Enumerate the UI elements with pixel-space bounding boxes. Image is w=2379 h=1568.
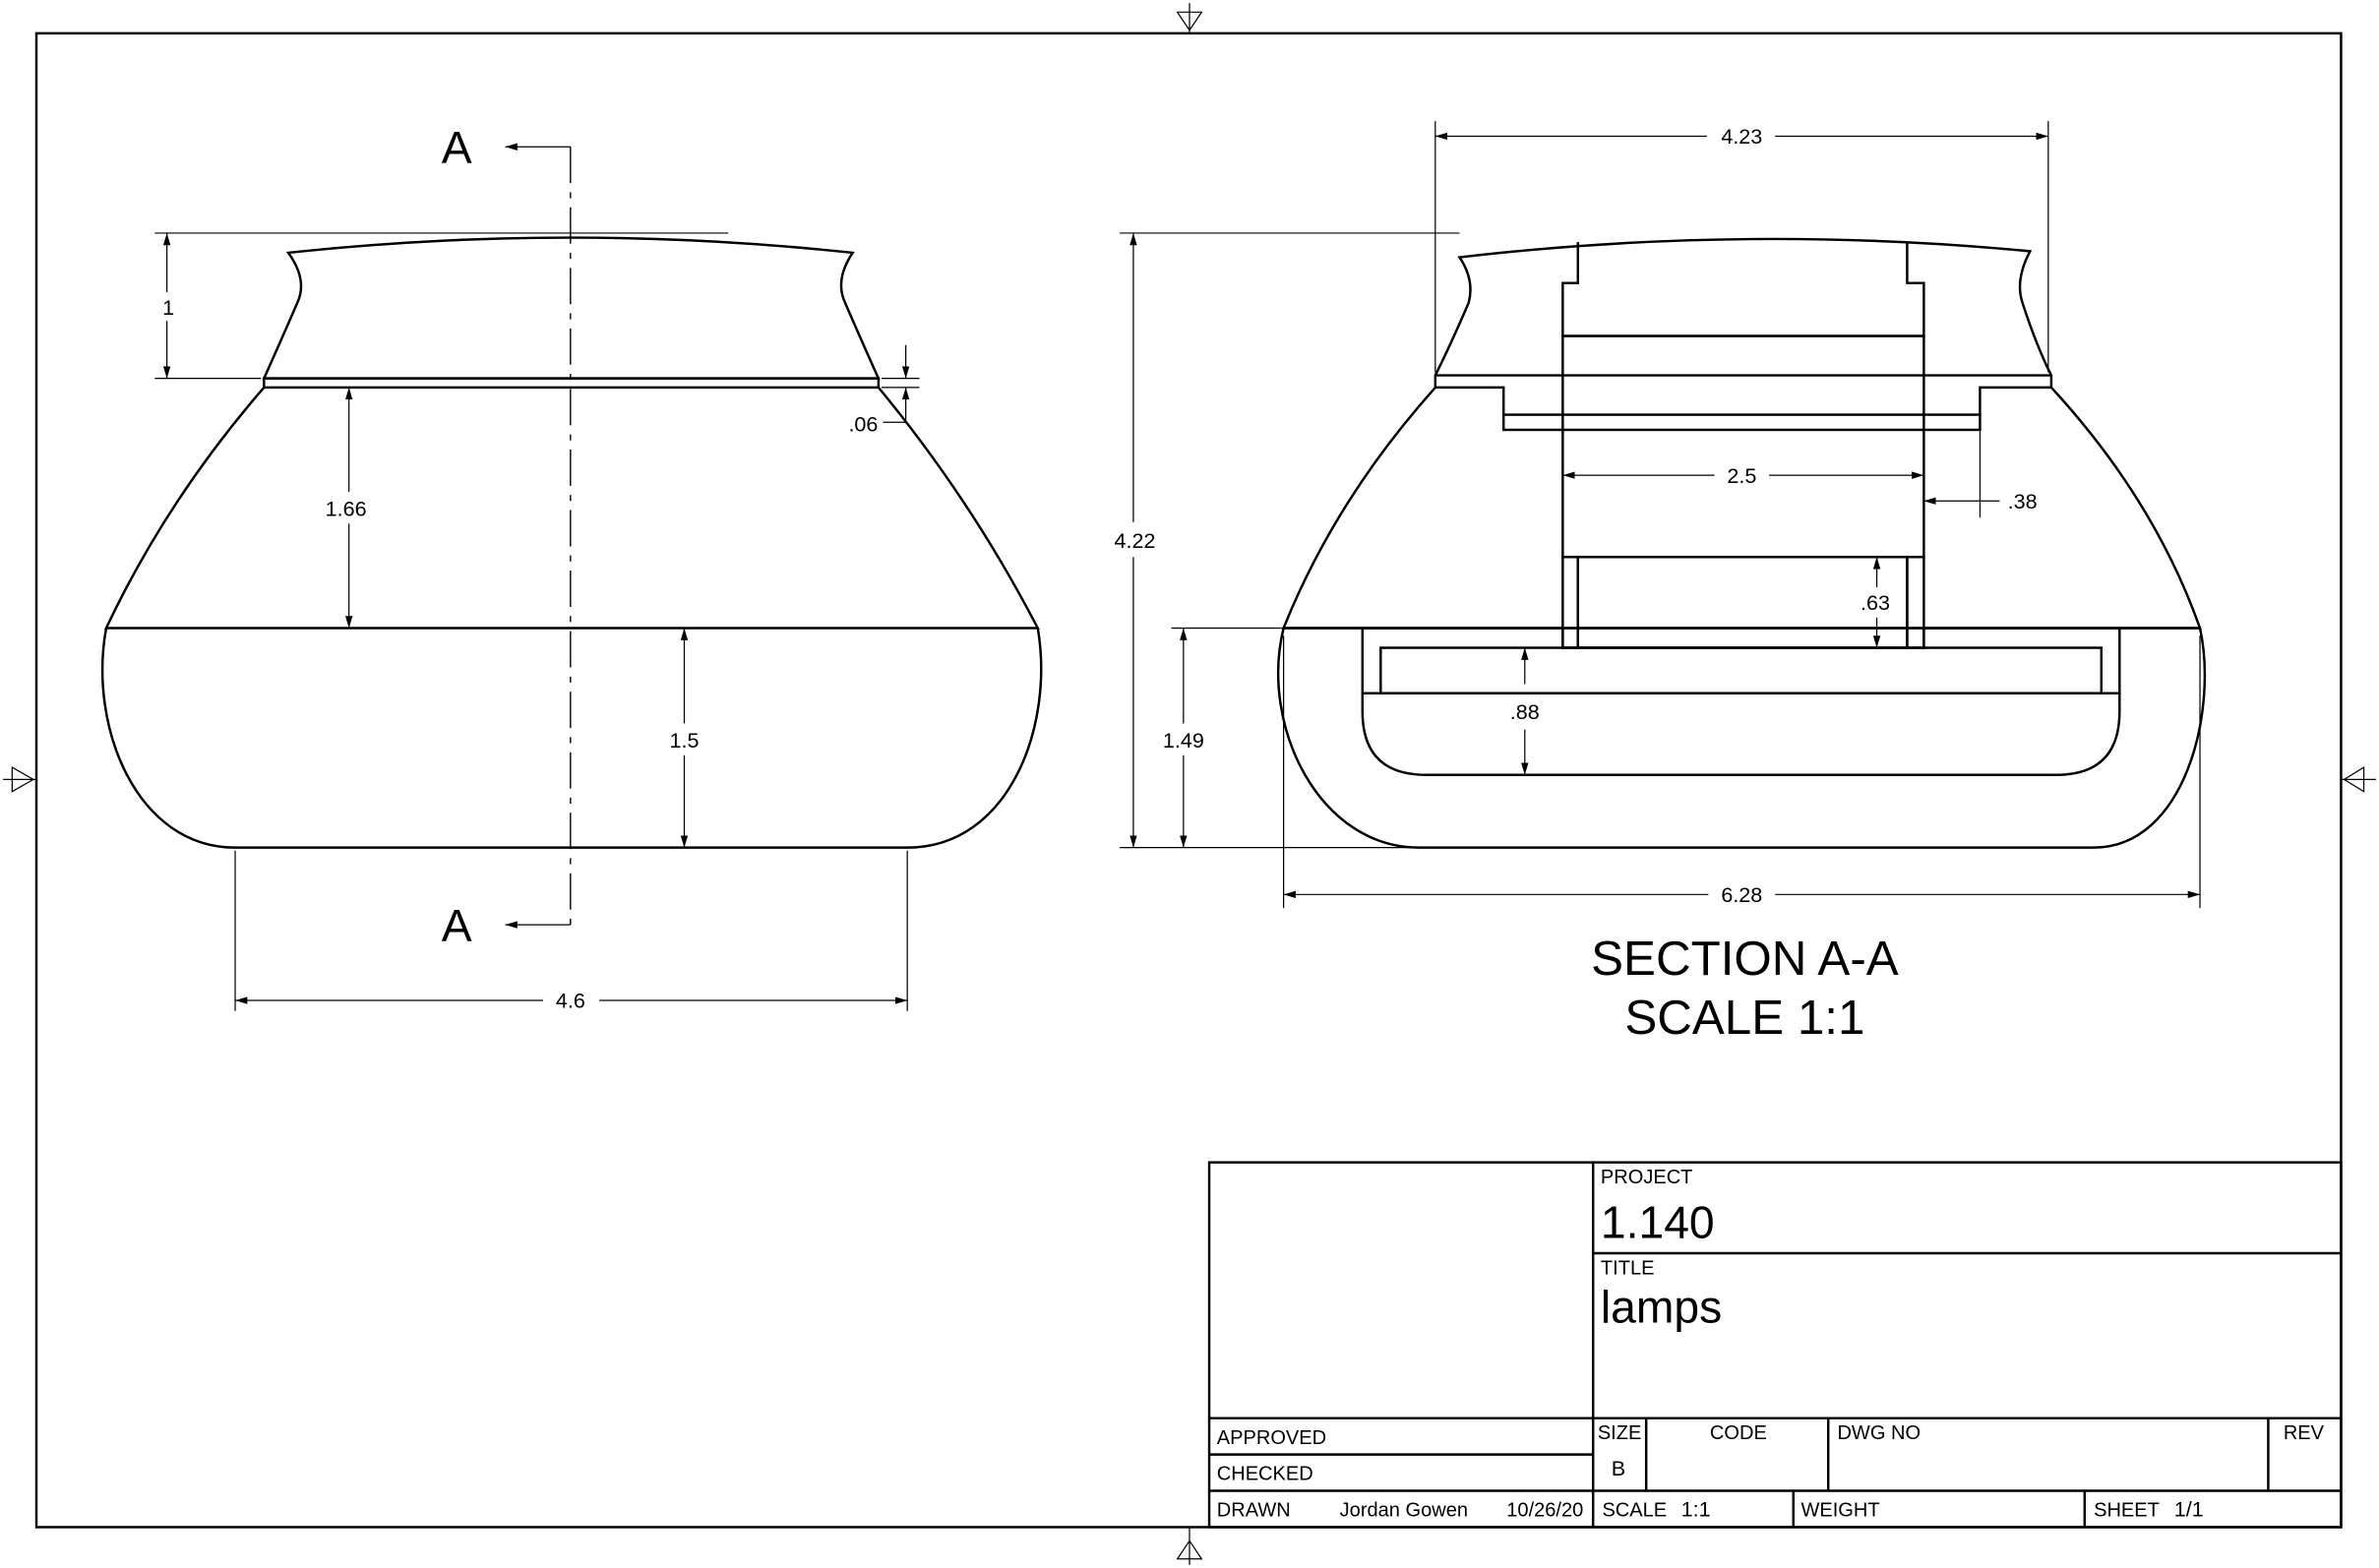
- sheet-value: 1/1: [2174, 1497, 2204, 1522]
- dim-cap-height: 1: [162, 295, 174, 320]
- dim-lower-height: 1.49: [1163, 728, 1204, 753]
- approved-label: APPROVED: [1217, 1427, 1326, 1449]
- section-label-bottom: A: [442, 900, 472, 951]
- sheet-label: SHEET: [2094, 1500, 2160, 1522]
- front-view: A A 1 .06 1.66 1.5 4.6: [100, 122, 1043, 1013]
- section-view: 4.23 4.22 1.49 6.28 2.5 .38 .63: [1114, 121, 2207, 1045]
- drawn-by: Jordan Gowen: [1340, 1500, 1468, 1522]
- dim-lower-body: 1.5: [669, 728, 699, 753]
- size-label: SIZE: [1598, 1422, 1642, 1444]
- dim-top-width: 4.23: [1721, 124, 1762, 149]
- dim-wall: .38: [2008, 489, 2038, 513]
- dim-base-width: 4.6: [556, 989, 585, 1013]
- dim-lower-bore: .63: [1860, 590, 1890, 615]
- title-value: lamps: [1601, 1282, 1722, 1333]
- checked-label: CHECKED: [1217, 1464, 1313, 1485]
- dim-upper-body: 1.66: [326, 497, 367, 521]
- project-label: PROJECT: [1601, 1167, 1693, 1188]
- drawn-date: 10/26/20: [1506, 1500, 1583, 1522]
- code-label: CODE: [1710, 1422, 1767, 1444]
- project-value: 1.140: [1601, 1197, 1715, 1248]
- section-scale: SCALE 1:1: [1624, 991, 1864, 1045]
- centering-marks: [3, 3, 2376, 1565]
- dim-max-width: 6.28: [1721, 882, 1762, 907]
- front-dimensions: 1 .06 1.66 1.5 4.6: [154, 232, 920, 1013]
- rev-label: REV: [2284, 1422, 2325, 1444]
- dim-cavity: .88: [1510, 699, 1540, 724]
- drawn-label: DRAWN: [1217, 1500, 1291, 1522]
- dim-bore: 2.5: [1727, 463, 1756, 488]
- scale-value: 1:1: [1681, 1497, 1711, 1522]
- section-dimensions: 4.23 4.22 1.49 6.28 2.5 .38 .63: [1114, 121, 2201, 909]
- sheet-border: [34, 31, 2343, 1529]
- title-label: TITLE: [1601, 1258, 1655, 1280]
- title-block: PROJECT 1.140 TITLE lamps APPROVED CHECK…: [1207, 1161, 2343, 1529]
- section-label-top: A: [442, 122, 472, 173]
- dim-height: 4.22: [1114, 528, 1155, 553]
- section-title: SECTION A-A: [1591, 932, 1899, 986]
- weight-label: WEIGHT: [1800, 1500, 1879, 1522]
- dwg-no-label: DWG NO: [1837, 1422, 1921, 1444]
- scale-label: SCALE: [1602, 1500, 1667, 1522]
- dim-band: .06: [848, 412, 878, 437]
- size-value: B: [1612, 1456, 1625, 1480]
